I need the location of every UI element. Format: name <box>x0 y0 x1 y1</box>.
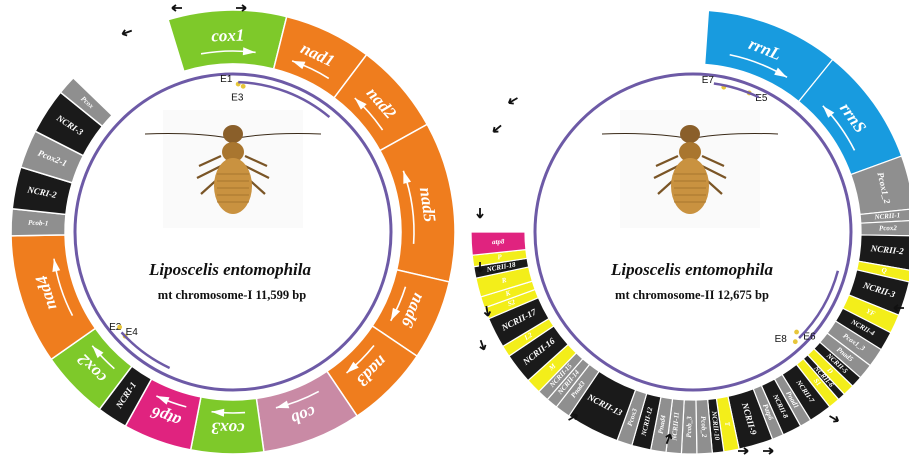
chromosome-II-map: rrnLrrnSPcox1_2NCRII-1Pcox2NCRII-2QNCRII… <box>471 11 909 454</box>
right-label-pcox2: Pcox2 <box>879 224 898 232</box>
left-segment-nad5 <box>380 124 455 282</box>
right-insect-abdomen <box>671 158 709 214</box>
chromosome-II-title: Liposcelis entomophila <box>610 260 773 279</box>
chromosome-II-subtitle: mt chromosome-II 12,675 bp <box>615 288 769 302</box>
right-label-pcob-3: Pcob_3 <box>685 416 693 438</box>
right-direction-arrow <box>478 339 487 350</box>
right-label-pcob-2: Pcob_2 <box>699 416 708 438</box>
marker-e7: E7 <box>702 75 715 86</box>
marker-e1: E1 <box>220 74 233 85</box>
left-direction-arrow <box>172 5 182 11</box>
right-direction-arrow <box>828 413 840 423</box>
left-label-cox1: cox1 <box>211 26 245 46</box>
right-direction-arrow <box>491 123 503 134</box>
right-marker-dot <box>793 339 798 344</box>
right-label-atp8: atp8 <box>492 237 505 246</box>
marker-e5: E5 <box>755 93 768 104</box>
chromosome-II-ring: rrnLrrnSPcox1_2NCRII-1Pcox2NCRII-2QNCRII… <box>471 11 909 454</box>
left-label-pcob-1: Pcob-1 <box>28 219 49 228</box>
left-label-cox3: cox3 <box>211 419 245 439</box>
chromosome-I-insect-image <box>145 110 321 228</box>
chromosome-I-ring: cox1nad1nad2nad5nad6nad3cobcox3atp6NCRI-… <box>11 5 455 454</box>
chromosome-II-insect-image <box>602 110 778 228</box>
left-marker-dot <box>117 325 122 330</box>
right-direction-arrow <box>477 208 483 218</box>
marker-e4: E4 <box>126 327 139 338</box>
left-direction-arrow <box>121 28 132 37</box>
left-insect-abdomen <box>214 158 252 214</box>
chromosome-I-map: cox1nad1nad2nad5nad6nad3cobcox3atp6NCRI-… <box>11 5 455 454</box>
left-insect-head <box>223 125 243 143</box>
right-direction-arrow <box>507 95 519 105</box>
marker-e3: E3 <box>231 92 244 103</box>
left-marker-dot <box>241 84 246 89</box>
right-marker-dot <box>794 330 799 335</box>
right-insect-head <box>680 125 700 143</box>
chromosome-I-subtitle: mt chromosome-I 11,599 bp <box>158 288 306 302</box>
chromosome-I-title: Liposcelis entomophila <box>148 260 311 279</box>
marker-e8: E8 <box>775 334 788 345</box>
right-direction-arrow <box>763 448 773 454</box>
